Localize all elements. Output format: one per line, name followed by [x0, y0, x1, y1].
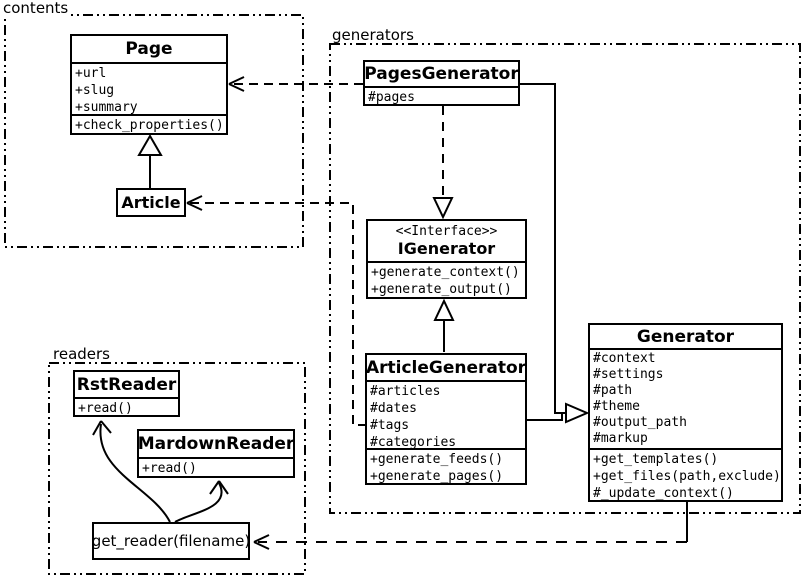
method: +read() — [78, 401, 133, 415]
methods-compartment: +read() — [139, 457, 293, 476]
attribute: #markup — [593, 431, 648, 446]
package-contents-border — [4, 14, 304, 248]
attribute: #context — [593, 351, 656, 366]
package-label-readers: readers — [51, 345, 112, 363]
function-label: get_reader(filename) — [91, 532, 251, 550]
attribute: #theme — [593, 399, 640, 414]
dependency-articlegenerator-to-article — [186, 195, 367, 426]
attribute: #pages — [368, 90, 415, 104]
attribute: #categories — [370, 435, 457, 448]
attribute: +slug — [75, 83, 115, 98]
method: +generate_output() — [371, 282, 512, 297]
class-title: MardownReader — [137, 434, 295, 454]
generalization-pagesgenerator-to-generator — [520, 83, 565, 414]
attributes-compartment: +url +slug +summary — [72, 62, 226, 114]
package-label-contents: contents — [1, 0, 71, 17]
attribute: #dates — [370, 401, 417, 416]
attribute: #articles — [370, 384, 441, 399]
class-articlegenerator: ArticleGenerator #articles #dates #tags … — [365, 353, 527, 485]
class-title: RstReader — [76, 374, 177, 395]
open-arrowhead-icon — [253, 534, 270, 550]
method: +generate_feeds() — [370, 452, 504, 467]
interface-igenerator: <<Interface>> IGenerator +generate_conte… — [366, 219, 527, 299]
methods-compartment: +get_templates() +get_files(path,exclude… — [590, 448, 781, 500]
open-arrowhead-icon — [186, 195, 203, 211]
method: +generate_pages() — [370, 469, 504, 483]
method: +get_files(path,exclude) — [593, 469, 781, 484]
method: +generate_context() — [371, 265, 520, 280]
class-page: Page +url +slug +summary +check_properti… — [70, 34, 228, 135]
class-pagesgenerator: PagesGenerator #pages — [363, 60, 520, 106]
methods-compartment: +check_properties() — [72, 114, 226, 133]
open-arrowhead-icon — [228, 76, 245, 92]
class-title: Page — [125, 39, 173, 59]
dependency-generator-to-getreader — [253, 502, 688, 550]
package-generators-border — [329, 43, 801, 514]
method: +check_properties() — [75, 118, 224, 133]
class-generator: Generator #context #settings #path #them… — [588, 323, 783, 502]
class-title: IGenerator — [397, 239, 496, 258]
open-arrowhead-icon — [92, 420, 112, 436]
curve-getreader-to-rstreader — [92, 420, 171, 523]
method: #_update_context() — [593, 486, 734, 500]
method: +get_templates() — [593, 452, 719, 467]
attributes-compartment: #pages — [365, 86, 518, 104]
hollow-triangle-icon — [433, 298, 455, 321]
attribute: +summary — [75, 100, 138, 114]
dependency-pagesgenerator-to-page — [228, 76, 363, 92]
stereotype: <<Interface>> — [395, 224, 498, 239]
class-title: PagesGenerator — [364, 64, 519, 84]
methods-compartment: +generate_context() +generate_output() — [368, 261, 525, 297]
attributes-compartment: #context #settings #path #theme #output_… — [590, 348, 781, 448]
methods-compartment: +read() — [75, 397, 178, 415]
attribute: #output_path — [593, 415, 687, 430]
attributes-compartment: #articles #dates #tags #categories — [367, 380, 525, 448]
curve-getreader-to-mardownreader — [174, 480, 229, 523]
attribute: #tags — [370, 418, 410, 433]
hollow-triangle-icon — [565, 402, 590, 424]
hollow-triangle-icon — [432, 197, 454, 220]
attribute: +url — [75, 66, 107, 81]
package-label-generators: generators — [330, 26, 416, 44]
class-rstreader: RstReader +read() — [73, 370, 180, 417]
class-title: ArticleGenerator — [365, 357, 527, 378]
generalization-articlegenerator-to-igenerator — [433, 298, 455, 352]
class-article: Article — [116, 188, 186, 217]
attribute: #settings — [593, 367, 664, 382]
class-title: Article — [121, 192, 181, 212]
class-mardownreader: MardownReader +read() — [137, 429, 295, 478]
attribute: #path — [593, 383, 633, 398]
generalization-articlegenerator-to-generator — [527, 402, 590, 424]
realization-pagesgenerator-to-igenerator — [432, 106, 454, 220]
hollow-triangle-icon — [137, 134, 163, 156]
method: +read() — [142, 461, 197, 476]
function-get-reader: get_reader(filename) — [92, 522, 250, 560]
open-arrowhead-icon — [209, 480, 229, 495]
generalization-article-to-page — [137, 134, 163, 188]
title-compartment: <<Interface>> IGenerator — [368, 221, 525, 261]
methods-compartment: +generate_feeds() +generate_pages() — [367, 448, 525, 483]
class-title: Generator — [636, 326, 735, 347]
